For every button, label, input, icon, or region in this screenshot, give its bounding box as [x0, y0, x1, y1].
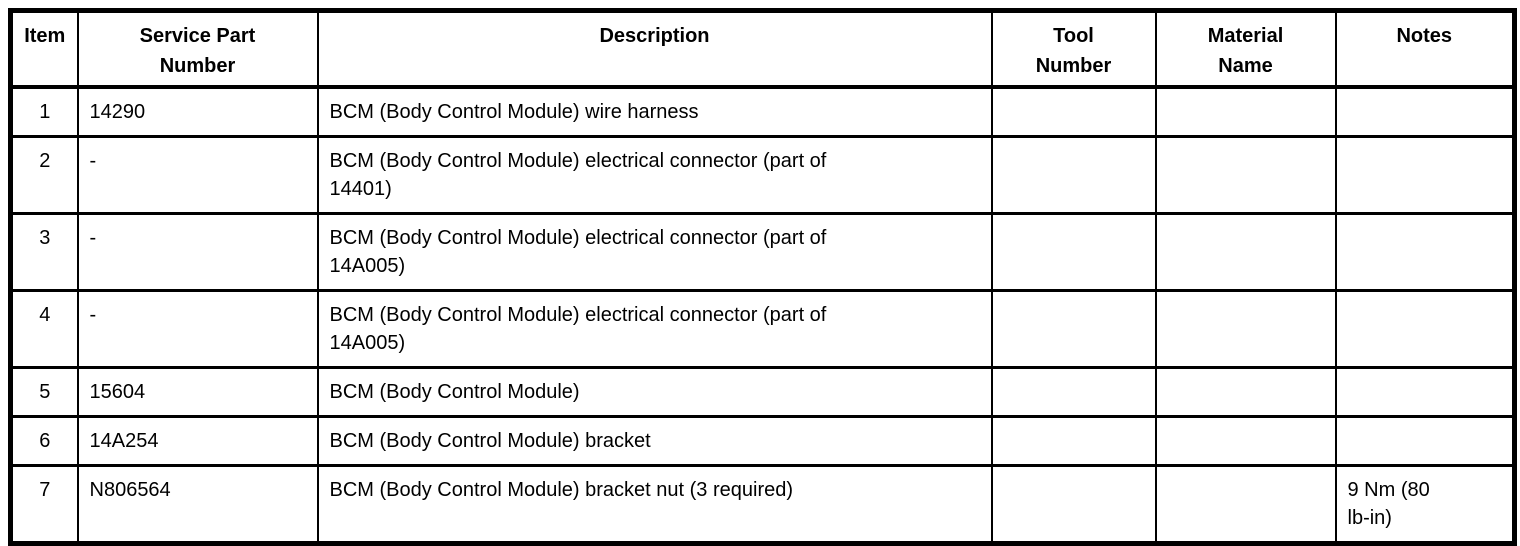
cell-service-part-number: 15604: [76, 366, 319, 417]
cell-notes: [1334, 415, 1516, 466]
cell-service-part-number: 14A254: [76, 415, 319, 466]
column-header-item: Item: [9, 10, 79, 89]
cell-description: BCM (Body Control Module) bracket nut (3…: [316, 464, 993, 544]
cell-item: 5: [9, 366, 79, 417]
cell-tool-number: [990, 135, 1157, 214]
parts-list-table: Item Service Part Number Description Too…: [8, 8, 1517, 546]
table-row: 4-BCM (Body Control Module) electrical c…: [9, 289, 1516, 368]
cell-item: 1: [9, 85, 79, 137]
cell-description: BCM (Body Control Module) electrical con…: [316, 289, 993, 368]
column-header-tool-number: Tool Number: [990, 10, 1157, 89]
cell-tool-number: [990, 415, 1157, 466]
cell-notes: [1334, 289, 1516, 368]
cell-notes: [1334, 366, 1516, 417]
cell-notes: [1334, 212, 1516, 291]
table-row: 3-BCM (Body Control Module) electrical c…: [9, 212, 1516, 291]
cell-tool-number: [990, 212, 1157, 291]
cell-notes: [1334, 135, 1516, 214]
table-row: 2-BCM (Body Control Module) electrical c…: [9, 135, 1516, 214]
cell-item: 7: [9, 464, 79, 544]
cell-notes: 9 Nm (80 lb-in): [1334, 464, 1516, 544]
cell-description: BCM (Body Control Module) electrical con…: [316, 212, 993, 291]
cell-material-name: [1154, 366, 1337, 417]
cell-description: BCM (Body Control Module): [316, 366, 993, 417]
column-header-description: Description: [316, 10, 993, 89]
cell-material-name: [1154, 212, 1337, 291]
cell-service-part-number: -: [76, 212, 319, 291]
column-header-material-name: Material Name: [1154, 10, 1337, 89]
cell-service-part-number: -: [76, 289, 319, 368]
header-row: Item Service Part Number Description Too…: [9, 10, 1516, 89]
cell-service-part-number: 14290: [76, 85, 319, 137]
cell-description: BCM (Body Control Module) electrical con…: [316, 135, 993, 214]
cell-item: 6: [9, 415, 79, 466]
cell-notes: [1334, 85, 1516, 137]
cell-tool-number: [990, 85, 1157, 137]
cell-item: 4: [9, 289, 79, 368]
cell-description: BCM (Body Control Module) wire harness: [316, 85, 993, 137]
column-header-service-part-number: Service Part Number: [76, 10, 319, 89]
cell-material-name: [1154, 415, 1337, 466]
cell-material-name: [1154, 464, 1337, 544]
cell-description: BCM (Body Control Module) bracket: [316, 415, 993, 466]
cell-tool-number: [990, 366, 1157, 417]
cell-material-name: [1154, 289, 1337, 368]
cell-material-name: [1154, 85, 1337, 137]
cell-tool-number: [990, 464, 1157, 544]
cell-service-part-number: N806564: [76, 464, 319, 544]
cell-item: 3: [9, 212, 79, 291]
cell-tool-number: [990, 289, 1157, 368]
cell-item: 2: [9, 135, 79, 214]
cell-material-name: [1154, 135, 1337, 214]
column-header-notes: Notes: [1334, 10, 1516, 89]
cell-service-part-number: -: [76, 135, 319, 214]
table-header: Item Service Part Number Description Too…: [9, 10, 1516, 89]
